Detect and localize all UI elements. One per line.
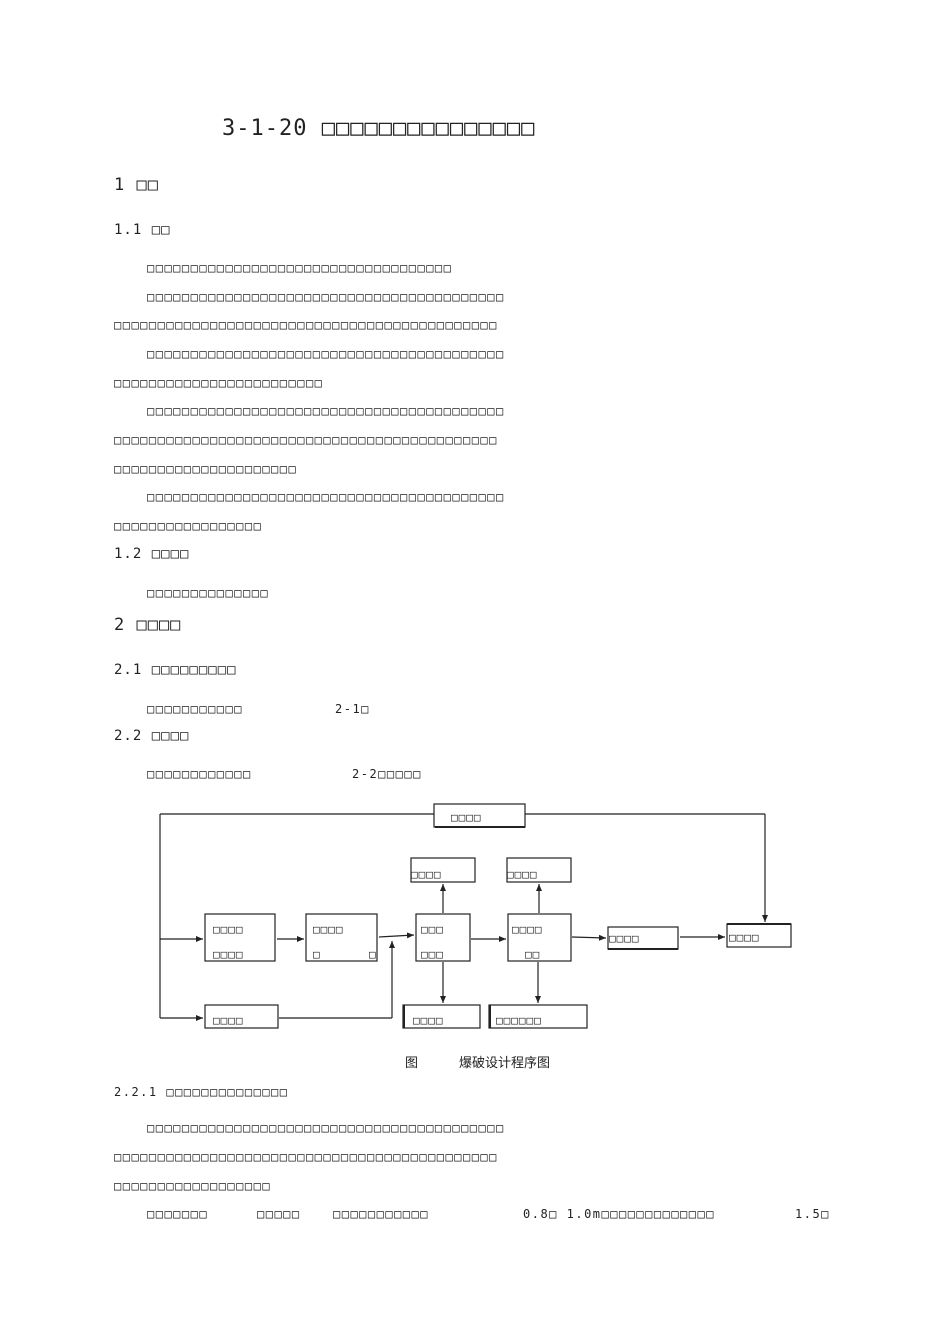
flow-label: □ [313, 948, 321, 961]
paragraph-line: □□□□□□□□□□□□ [147, 767, 252, 781]
paragraph-line: □□□□□□□□□□□□□□□□□□□□□□□□□□□□□□□□□□□□□□□□… [147, 1121, 505, 1135]
flow-label: □□□□ [413, 1014, 444, 1027]
paragraph-line: □□□□□□□ [147, 1207, 209, 1221]
section-1-1-heading: 1.1 □□ [114, 222, 171, 238]
flow-label: □□□□□□ [496, 1014, 542, 1027]
section-1-2-heading: 1.2 □□□□ [114, 546, 190, 562]
paragraph-line: □□□□□□□□□□□□□□□□□□□□□ [114, 462, 298, 476]
paragraph-line: □□□□□□□□□□□□□□□□□□□□□□□□□□□□□□□□□□□□□□□□… [147, 290, 505, 304]
paragraph-line: □□□□□□□□□□□□□□□□□□□□□□□□□□□□□□□□□□□□□□□□… [147, 347, 505, 361]
figure-reference: 2-1□ [335, 702, 370, 716]
figure-caption-label: 图 [405, 1056, 419, 1071]
section-2-heading: 2 □□□□ [114, 615, 182, 635]
flow-label: □□□□ [507, 868, 538, 881]
section-2-2-1-heading: 2.2.1 □□□□□□□□□□□□□□ [114, 1085, 289, 1099]
flow-label: □□□□ [411, 868, 442, 881]
paragraph-line: □□□□□□□□□□□□□□□□□□□□□□□□□□□□□□□□□□□□□□□□… [114, 318, 498, 332]
section-2-2-heading: 2.2 □□□□ [114, 728, 190, 744]
paragraph-line: □□□□□□□□□□□□□□□□□□□□□□□□□□□□□□□□□□□ [147, 261, 453, 275]
flow-box-bottom-left [204, 1004, 279, 1029]
flow-label: □□□□ [729, 931, 760, 944]
section-2-1-heading: 2.1 □□□□□□□□□ [114, 662, 237, 678]
flow-label: □□□□ [512, 923, 543, 936]
paragraph-line: □□□□□□□□□□□□□□□□□□□□□□□□□□□□□□□□□□□□□□□□… [114, 1150, 498, 1164]
paragraph-line: □□□□□□□□□□□□□□□□□□□□□□□□ [114, 376, 324, 390]
flow-box-up-3 [410, 857, 476, 883]
paragraph-line: □□□□□□□□□□□□□□ [147, 586, 270, 600]
paragraph-line: 0.8□ 1.0m□□□□□□□□□□□□□ [523, 1207, 715, 1221]
paragraph-line: 1.5□ [795, 1207, 830, 1221]
flow-label: □□□□ [609, 932, 640, 945]
flow-label: □□ [525, 948, 540, 961]
flow-label: □□□□ [313, 923, 344, 936]
flow-label: □□□ [421, 948, 444, 961]
paragraph-line: □□□□□□□□□□□□□□□□□□□□□□□□□□□□□□□□□□□□□□□□… [114, 433, 498, 447]
paragraph-line: □□□□□□□□□□□□□□□□□ [114, 519, 263, 533]
section-1-heading: 1 □□ [114, 175, 159, 195]
flow-label: □ [369, 948, 377, 961]
flow-box-up-4 [506, 857, 572, 883]
paragraph-line: □□□□□□□□□□□ [333, 1207, 429, 1221]
flow-label: □□□□ [213, 923, 244, 936]
document-title: 3-1-20 □□□□□□□□□□□□□□□ [222, 116, 536, 141]
paragraph-line: □□□□□□□□□□□□□□□□□□□□□□□□□□□□□□□□□□□□□□□□… [147, 490, 505, 504]
paragraph-line: □□□□□□□□□□□ [147, 702, 243, 716]
flow-box-1 [204, 913, 276, 962]
flow-box-4 [507, 913, 572, 962]
paragraph-line: □□□□□ [257, 1207, 301, 1221]
flow-label: □□□□ [213, 948, 244, 961]
figure-reference: 2-2□□□□□ [352, 767, 422, 781]
flow-box-3 [415, 913, 471, 962]
paragraph-line: □□□□□□□□□□□□□□□□□□□□□□□□□□□□□□□□□□□□□□□□… [147, 404, 505, 418]
flow-box-2 [305, 913, 378, 962]
paragraph-line: □□□□□□□□□□□□□□□□□□ [114, 1179, 272, 1193]
figure-caption: 爆破设计程序图 [459, 1056, 551, 1071]
flow-label: □□□□ [213, 1014, 244, 1027]
flow-label: □□□□ [451, 811, 482, 824]
flow-label: □□□ [421, 923, 444, 936]
